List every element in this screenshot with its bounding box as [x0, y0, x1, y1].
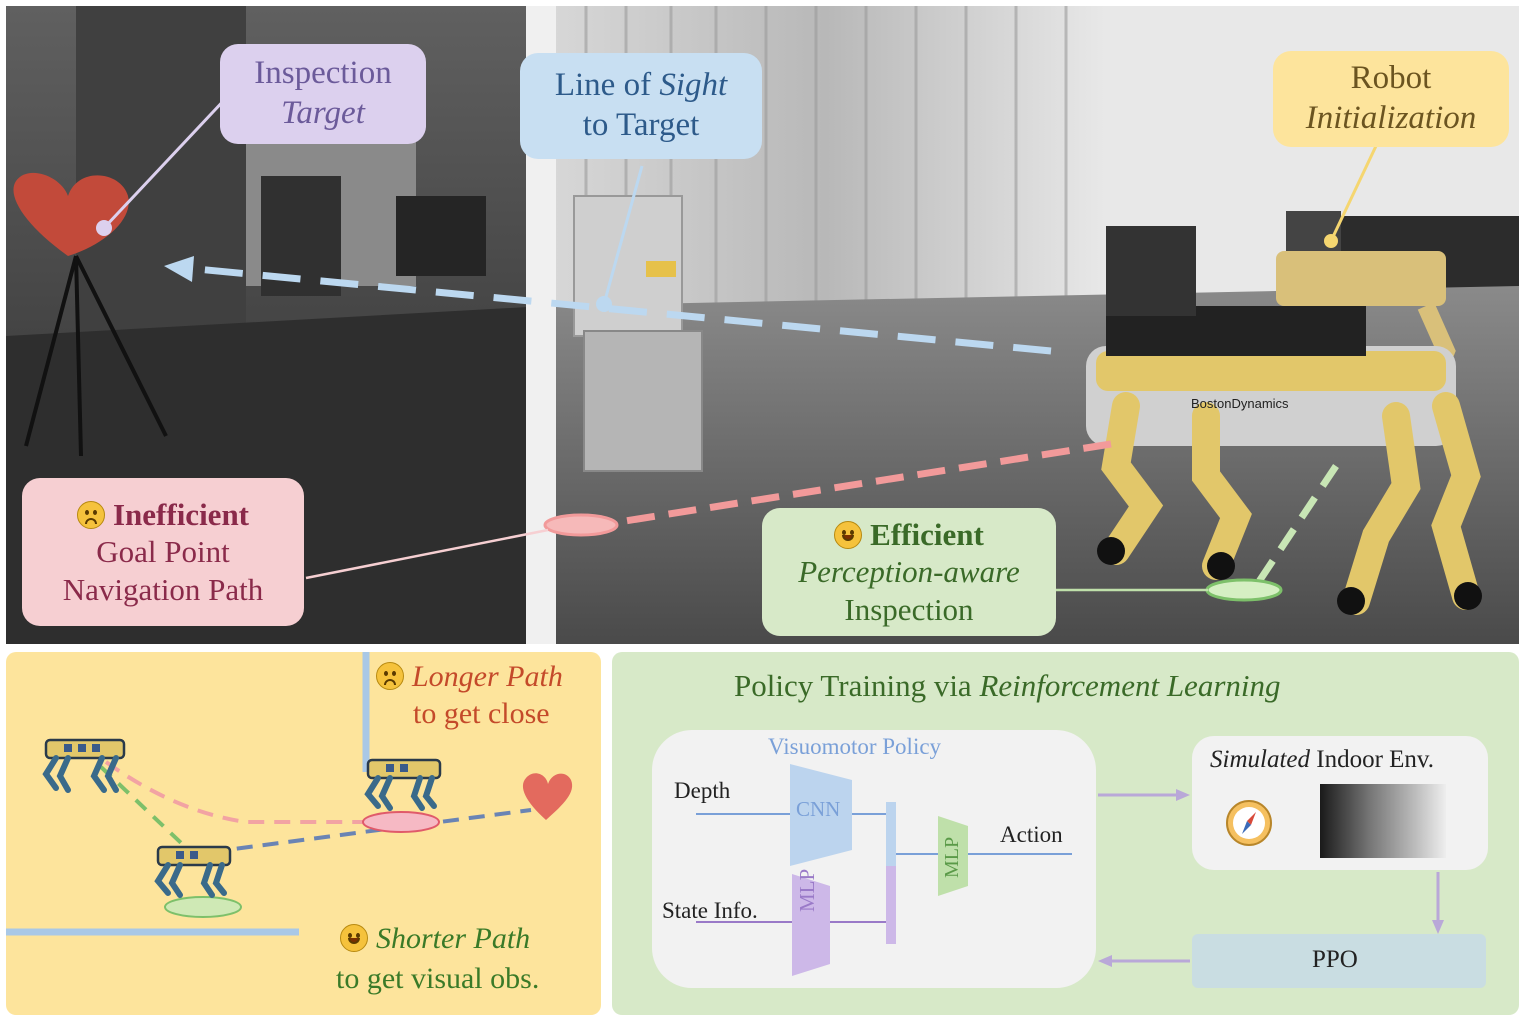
- longer-path-line1: Longer Path: [376, 660, 563, 694]
- ppo-box: [1192, 934, 1486, 988]
- mlp-state-label: MLP: [795, 868, 819, 912]
- longer-path-line2: to get close: [413, 697, 550, 730]
- inefficient-label: Inefficient Goal Point Navigation Path: [22, 478, 304, 626]
- cnn-label: CNN: [796, 797, 841, 821]
- sight-path: [210, 808, 532, 854]
- robot-init-line1: Robot: [1350, 60, 1432, 97]
- simulated-env-text-b: Indoor Env.: [1310, 746, 1435, 773]
- mlp-action-block: [938, 816, 968, 896]
- action-label: Action: [1000, 822, 1063, 847]
- happy-face-icon: [834, 521, 863, 550]
- inspection-target-line2: Target: [281, 95, 365, 131]
- line-of-sight-line1: Line of Sight: [520, 66, 762, 106]
- policy-training-title: Policy Training via Reinforcement Learni…: [734, 668, 1281, 704]
- inefficient-path: [605, 440, 1112, 528]
- happy-face-icon-2: [340, 924, 368, 952]
- efficient-label: Efficient Perception-aware Inspection: [762, 508, 1056, 636]
- robot-near: BostonDynamics: [1086, 226, 1482, 615]
- efficient-path: [1253, 464, 1339, 588]
- line-of-sight-line2: to Target: [582, 107, 700, 143]
- efficient-line3: Inspection: [844, 591, 974, 627]
- path-comparison-panel: Longer Path to get close Shorter Path to…: [6, 652, 601, 1015]
- line-of-sight-path: [185, 264, 1052, 355]
- policy-training-panel: Policy Training via Reinforcement Learni…: [612, 652, 1519, 1015]
- path-comparison-diagram: [6, 652, 573, 936]
- state-info-label: State Info.: [662, 898, 758, 923]
- compass-icon: [1226, 800, 1272, 846]
- shorter-path: [99, 765, 198, 859]
- efficient-line2: Perception-aware: [798, 554, 1020, 590]
- depth-image: [1320, 784, 1446, 858]
- sad-face-icon: [76, 501, 105, 530]
- scene-photo: BostonDynamics Inspection Target Line of…: [6, 6, 1519, 644]
- line-of-sight-text-b: Sight: [659, 67, 728, 104]
- shorter-goal-marker: [164, 896, 242, 918]
- robot-brand: BostonDynamics: [1191, 396, 1289, 411]
- robot-shorter-icon: [154, 845, 232, 898]
- efficient-goal-marker: [1205, 578, 1283, 602]
- inefficient-line2: Goal Point: [96, 534, 230, 570]
- efficient-title: Efficient: [870, 517, 984, 553]
- inefficient-title: Inefficient: [112, 497, 250, 533]
- concat-depth-segment: [886, 802, 896, 866]
- concat-state-segment: [886, 866, 896, 944]
- shorter-path-line2: to get visual obs.: [336, 962, 540, 995]
- ppo-label: PPO: [1312, 946, 1358, 973]
- arrow-head-icon: [164, 256, 194, 282]
- heart-target-icon: [13, 172, 129, 256]
- line-of-sight-label: Line of Sight to Target: [520, 53, 762, 159]
- sad-face-icon-2: [376, 662, 404, 690]
- policy-training-title-b: Reinforcement Learning: [979, 668, 1281, 703]
- inefficient-line3: Navigation Path: [62, 571, 264, 607]
- longer-path: [104, 760, 401, 824]
- inefficient-line1: Inefficient: [22, 496, 304, 533]
- inspection-target-label: Inspection Target: [220, 44, 426, 144]
- line-of-sight-text-a: Line of: [554, 67, 660, 104]
- efficient-line1: Efficient: [762, 516, 1056, 553]
- policy-training-title-a: Policy Training via: [734, 668, 980, 703]
- shorter-path-title: Shorter Path: [376, 922, 531, 955]
- robot-start-icon: [42, 738, 126, 793]
- robot-longer-icon: [364, 758, 442, 811]
- mlp-state-block: [792, 874, 830, 976]
- simulated-env-text-a: Simulated: [1210, 746, 1310, 773]
- longer-goal-marker: [362, 811, 440, 833]
- robot-initialization-label: Robot Initialization: [1273, 51, 1509, 147]
- longer-path-title: Longer Path: [412, 660, 563, 693]
- mlp-action-label: MLP: [941, 836, 963, 878]
- cnn-block: [790, 764, 852, 866]
- shorter-path-line1: Shorter Path: [340, 922, 530, 956]
- inspection-target-line1: Inspection: [254, 55, 392, 92]
- policy-diagram: [696, 764, 1444, 976]
- simulated-env-label: Simulated Indoor Env.: [1210, 746, 1434, 774]
- inefficient-goal-marker: [543, 513, 619, 537]
- robot-init-line2: Initialization: [1305, 100, 1477, 136]
- heart-icon: [522, 773, 573, 820]
- visuomotor-policy-box: [652, 730, 1096, 988]
- depth-label: Depth: [674, 778, 731, 803]
- visuomotor-policy-title: Visuomotor Policy: [768, 734, 942, 759]
